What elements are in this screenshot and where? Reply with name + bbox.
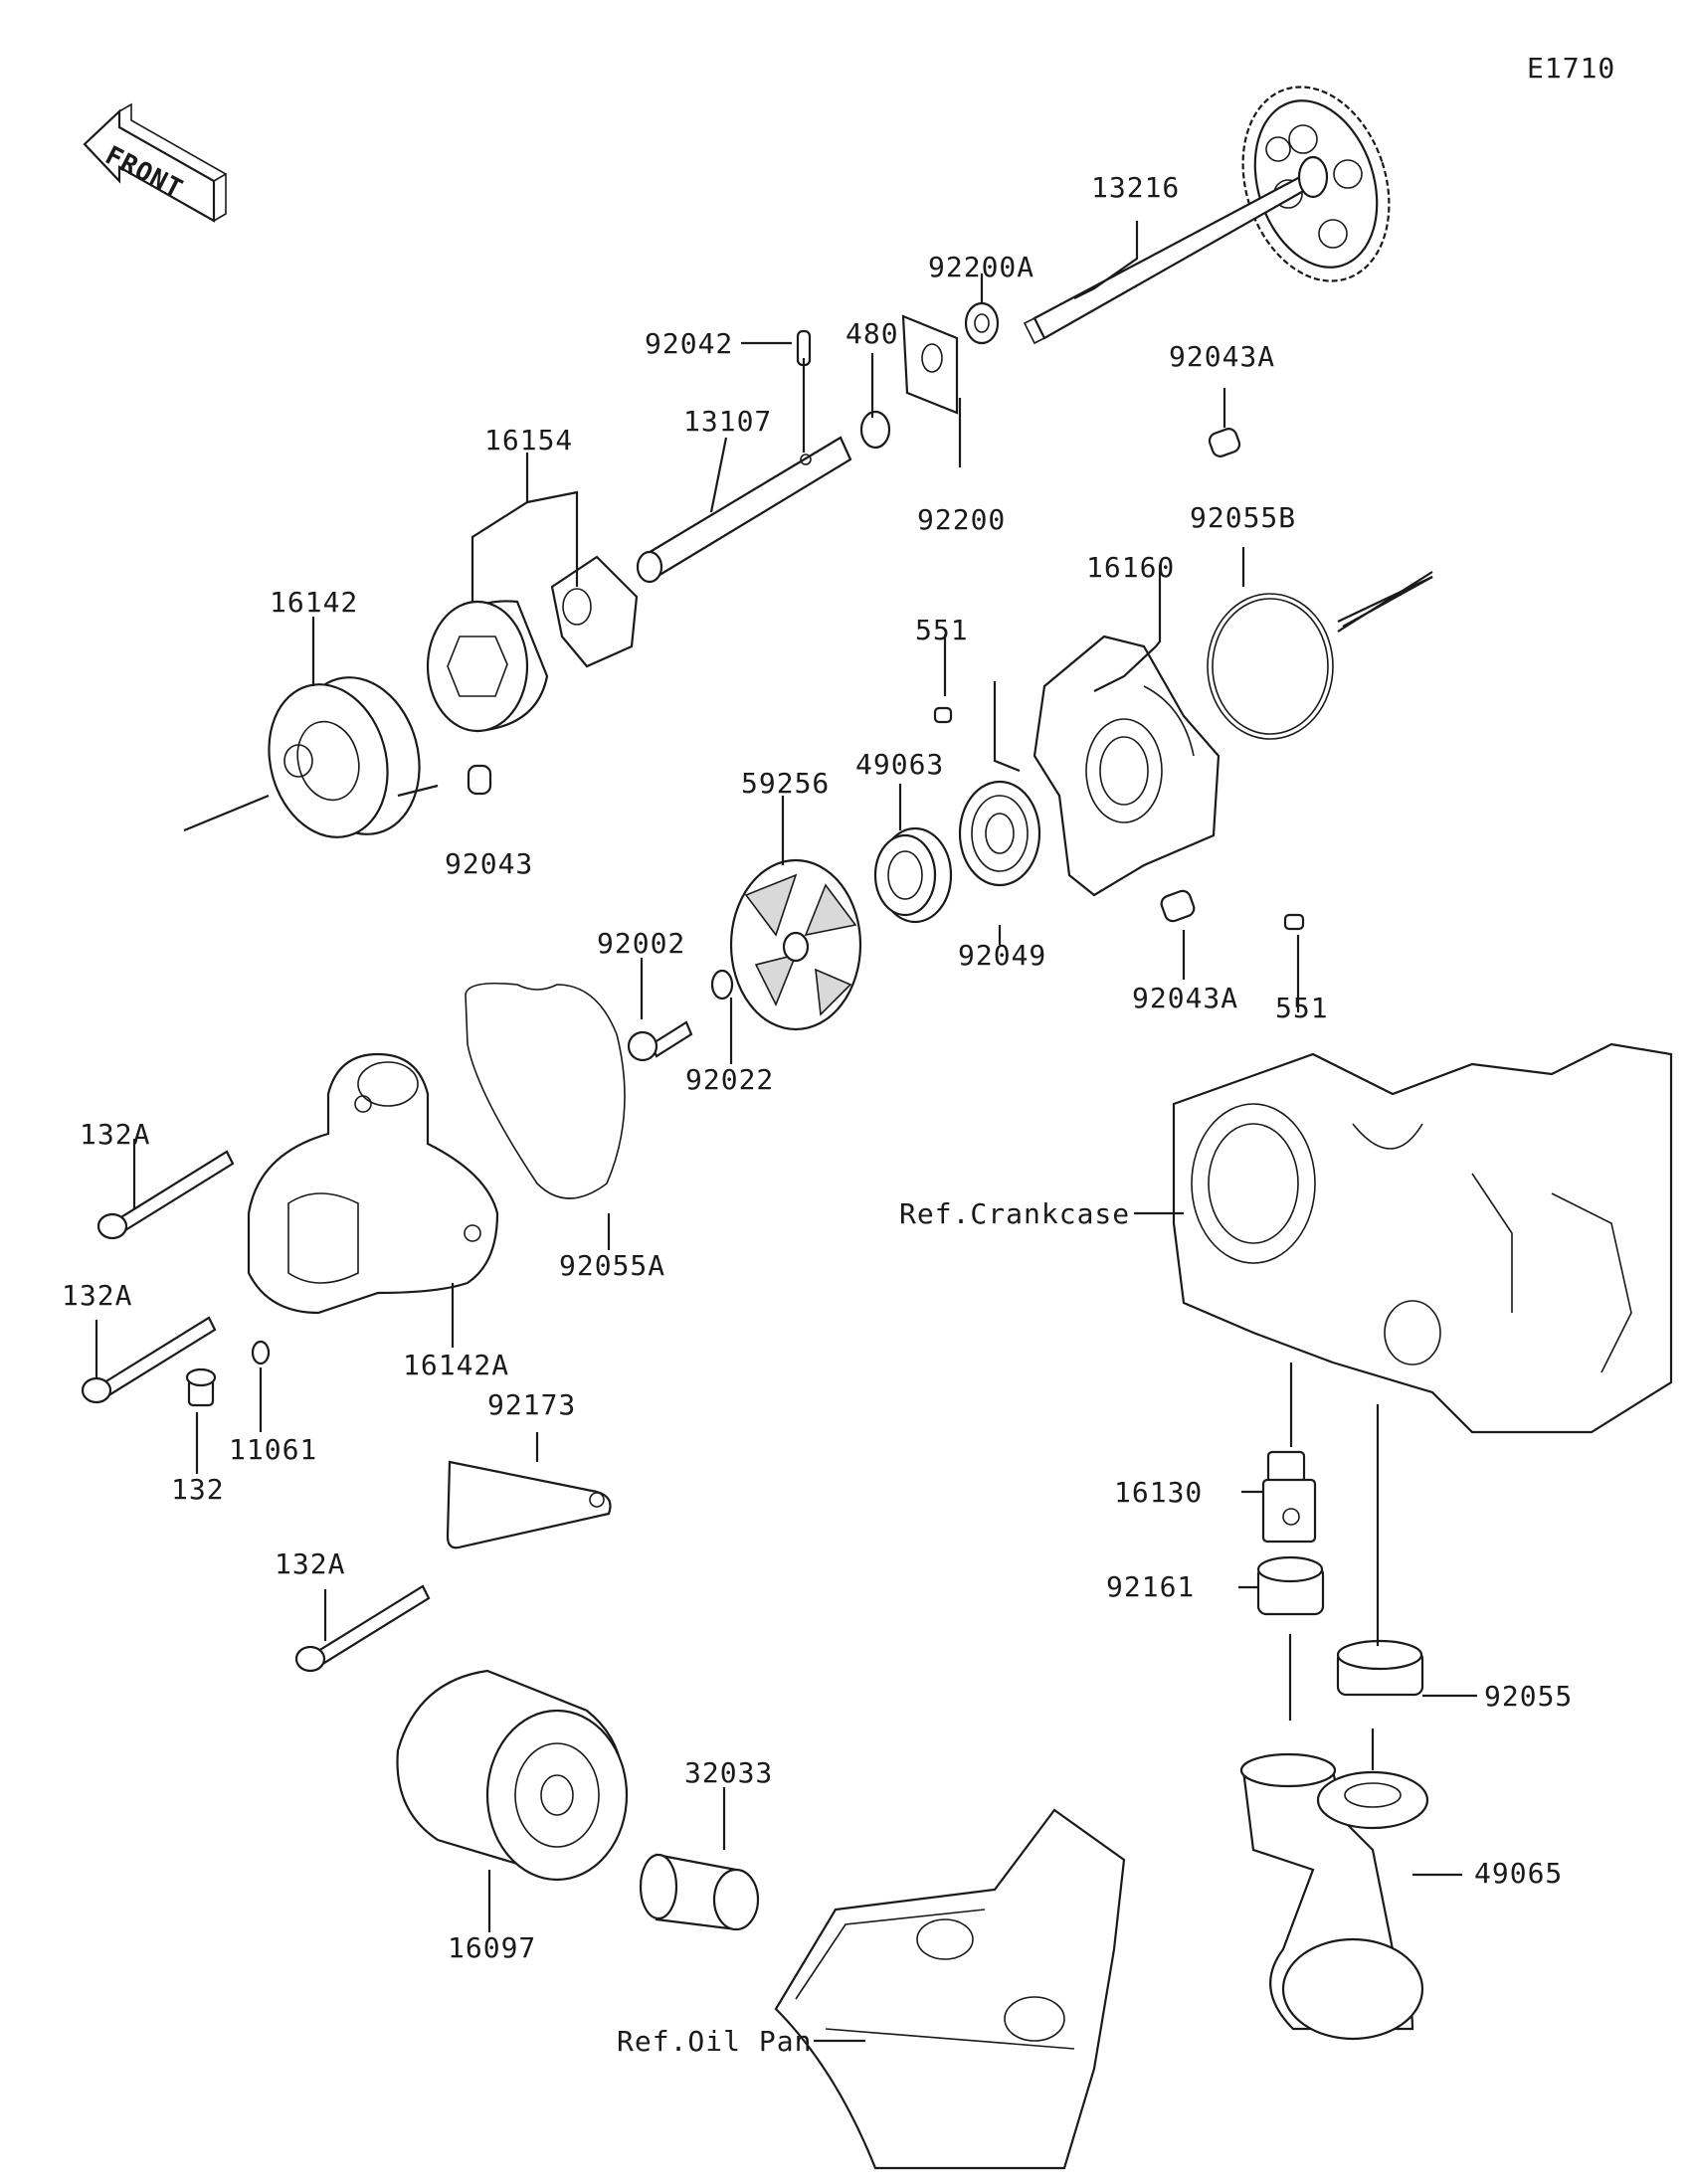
label-32033: 32033 bbox=[684, 1756, 773, 1789]
gasket-92055a bbox=[465, 982, 626, 1199]
label-92173: 92173 bbox=[487, 1388, 576, 1421]
label-59256: 59256 bbox=[741, 767, 830, 800]
label-92022: 92022 bbox=[685, 1063, 774, 1096]
strainer-49065 bbox=[1239, 1752, 1429, 2041]
cover-16160 bbox=[1033, 635, 1221, 897]
label-92043a-bottom: 92043A bbox=[1132, 982, 1238, 1014]
label-16142a: 16142A bbox=[403, 1349, 509, 1381]
label-92200: 92200 bbox=[917, 503, 1006, 536]
label-551-bottom: 551 bbox=[1275, 992, 1329, 1024]
label-551-top: 551 bbox=[915, 614, 969, 646]
bracket-92173 bbox=[446, 1460, 612, 1549]
label-ref-crankcase: Ref.Crankcase bbox=[899, 1197, 1130, 1230]
pin-551-bottom bbox=[1283, 913, 1305, 931]
label-92002: 92002 bbox=[597, 927, 685, 960]
seal-49063 bbox=[873, 826, 953, 924]
circlip-480 bbox=[859, 410, 891, 450]
bolt-132 bbox=[185, 1367, 217, 1407]
o-ring-92055b bbox=[1207, 593, 1334, 740]
label-92055a: 92055A bbox=[559, 1249, 665, 1282]
bolt-132a-1 bbox=[96, 1150, 235, 1240]
bearing-92049 bbox=[958, 780, 1041, 887]
rotor-16154 bbox=[426, 555, 639, 733]
label-132a-1: 132A bbox=[80, 1118, 150, 1151]
pump-body-16142 bbox=[268, 676, 421, 838]
label-92055b: 92055B bbox=[1190, 501, 1296, 534]
label-49065: 49065 bbox=[1474, 1857, 1563, 1890]
oil-pan-reference bbox=[774, 1808, 1126, 2170]
label-92043a-top: 92043A bbox=[1169, 340, 1275, 373]
pipe-32033 bbox=[639, 1853, 760, 1931]
label-92042: 92042 bbox=[645, 327, 733, 360]
label-11061: 11061 bbox=[229, 1433, 317, 1466]
label-132a-3: 132A bbox=[275, 1547, 345, 1580]
label-49063: 49063 bbox=[855, 748, 944, 781]
label-16142: 16142 bbox=[270, 586, 358, 619]
part-labels: 13216 92200A 92042 480 92043A 16154 1310… bbox=[62, 171, 1573, 2058]
plate-92200 bbox=[901, 314, 959, 415]
dowel-92043 bbox=[467, 764, 492, 796]
dowel-92043a-bottom bbox=[1160, 889, 1196, 923]
impeller-59256 bbox=[729, 858, 862, 1031]
oil-pump-gear-shaft bbox=[1023, 86, 1391, 345]
bolt-132a-2 bbox=[81, 1316, 217, 1404]
nut-92161 bbox=[1256, 1555, 1325, 1616]
label-92049: 92049 bbox=[958, 939, 1046, 972]
diagram-code: E1710 bbox=[1527, 52, 1615, 85]
label-132a-2: 132A bbox=[62, 1279, 132, 1312]
label-16097: 16097 bbox=[448, 1931, 536, 1964]
label-ref-oil-pan: Ref.Oil Pan bbox=[617, 2025, 812, 2058]
bolt-92002 bbox=[627, 1020, 693, 1062]
shaft-13107 bbox=[636, 436, 852, 584]
washer-11061 bbox=[251, 1340, 271, 1365]
pump-cover-16142a bbox=[247, 1052, 499, 1315]
label-132: 132 bbox=[171, 1473, 225, 1506]
label-92043: 92043 bbox=[445, 847, 533, 880]
seal-92055 bbox=[1336, 1639, 1424, 1697]
label-16130: 16130 bbox=[1114, 1476, 1203, 1509]
leader-lines bbox=[94, 221, 1477, 2043]
label-480: 480 bbox=[846, 317, 899, 350]
washer-92200a bbox=[964, 301, 1000, 345]
label-13216: 13216 bbox=[1091, 171, 1180, 204]
front-arrow-icon: FRONT bbox=[83, 102, 228, 223]
label-13107: 13107 bbox=[683, 405, 772, 438]
fitting-16130 bbox=[1261, 1450, 1317, 1544]
bolt-132a-3 bbox=[294, 1584, 431, 1673]
pin-551-top bbox=[933, 706, 953, 724]
label-92200a: 92200A bbox=[928, 251, 1034, 283]
crankcase-reference bbox=[1172, 1042, 1673, 1434]
washer-92022 bbox=[710, 969, 734, 1001]
label-92055: 92055 bbox=[1484, 1680, 1573, 1713]
label-92161: 92161 bbox=[1106, 1570, 1195, 1603]
dowel-92043a-top bbox=[1208, 428, 1241, 457]
label-16154: 16154 bbox=[484, 424, 573, 456]
label-16160: 16160 bbox=[1086, 551, 1175, 584]
oil-filter-16097 bbox=[396, 1669, 629, 1882]
